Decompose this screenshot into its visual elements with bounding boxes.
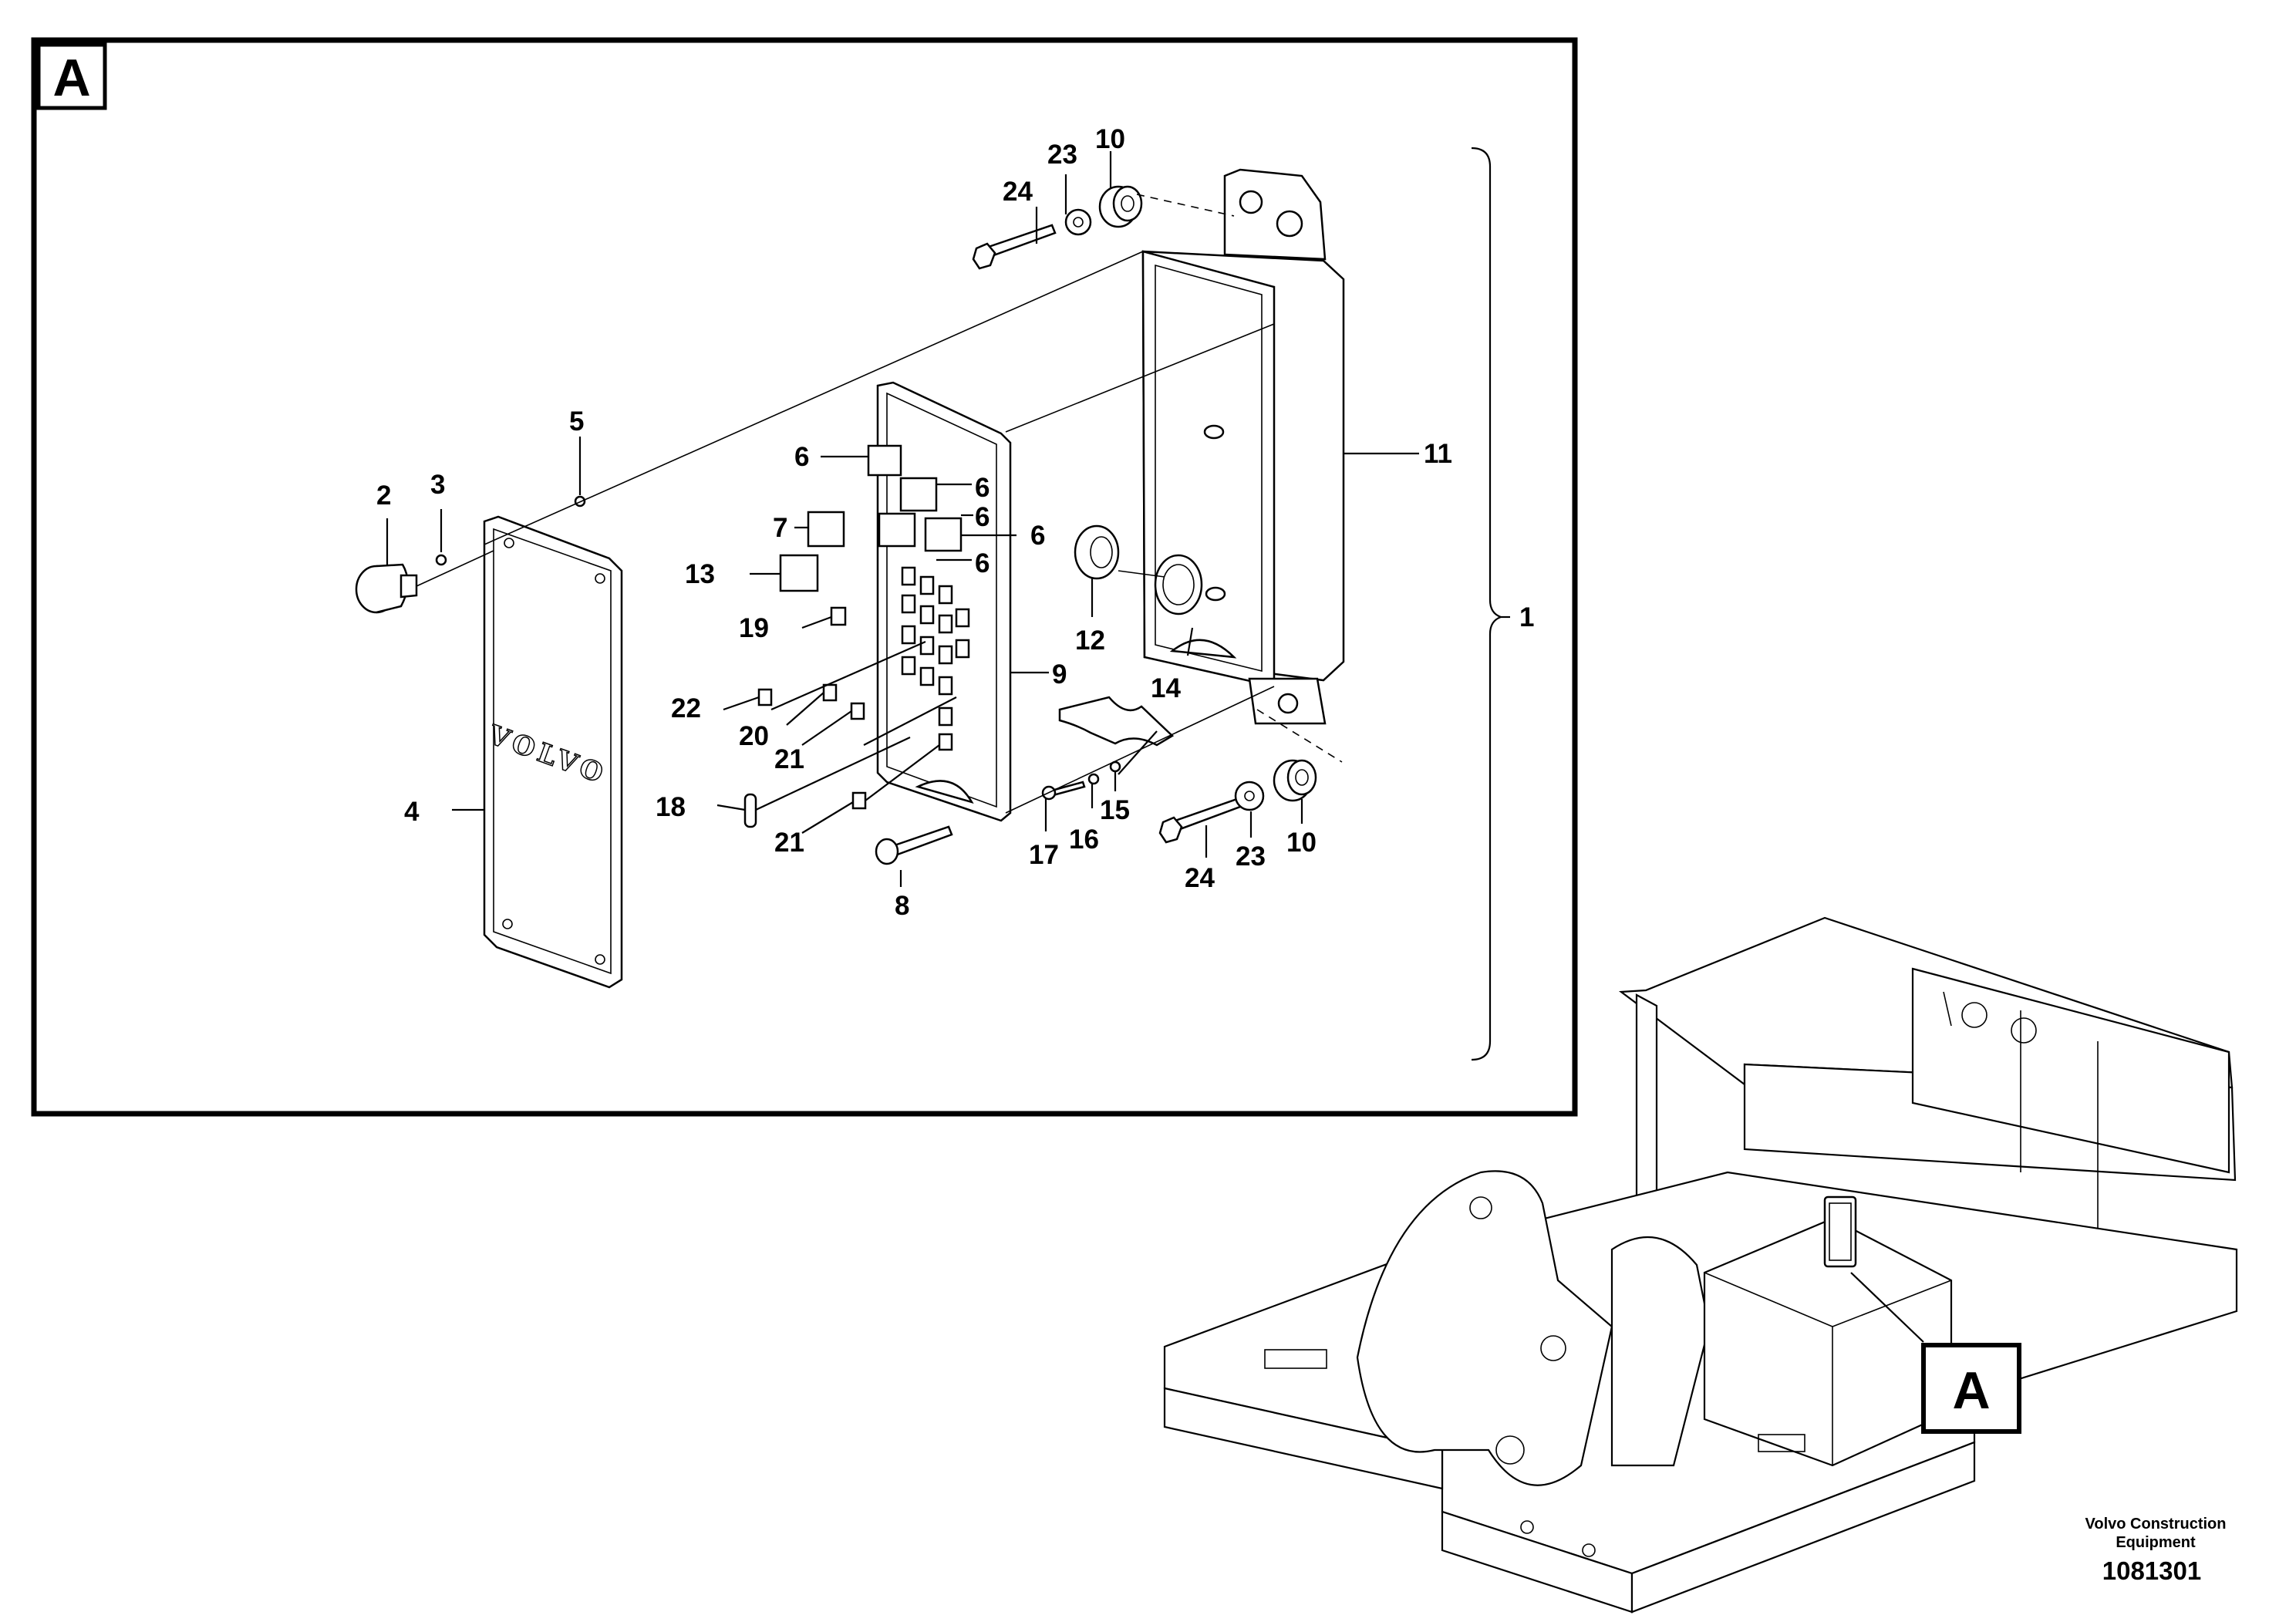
- callout-10b: 10: [1286, 828, 1317, 858]
- callout-15: 15: [1100, 795, 1130, 825]
- callout-23b: 23: [1236, 841, 1266, 872]
- callout-1: 1: [1519, 602, 1534, 632]
- callout-12: 12: [1075, 626, 1105, 656]
- callout-14: 14: [1151, 673, 1181, 703]
- callout-2: 2: [376, 481, 391, 511]
- top-mount-hardware: [972, 185, 1143, 270]
- detail-frame-a: A: [31, 37, 1578, 1117]
- callout-24b: 24: [1185, 863, 1215, 893]
- callout-6c: 6: [975, 502, 990, 532]
- callout-20: 20: [739, 721, 769, 751]
- callout-13: 13: [685, 559, 715, 589]
- brand-line-2: Equipment: [2116, 1534, 2196, 1551]
- callout-6a: 6: [794, 442, 809, 472]
- bracket-fasteners: [1041, 760, 1121, 801]
- callout-19: 19: [739, 613, 769, 643]
- leader-lines: [386, 151, 1419, 887]
- callout-6d: 6: [1030, 521, 1045, 551]
- callout-6b: 6: [975, 473, 990, 503]
- callout-5: 5: [569, 406, 584, 437]
- brand-line-1: Volvo Construction: [2085, 1516, 2227, 1533]
- machine-frame-overview: [1163, 916, 2238, 1614]
- callout-21b: 21: [774, 828, 804, 858]
- callout-9: 9: [1052, 659, 1067, 690]
- brand-footer: Volvo Construction Equipment 1081301: [2085, 1516, 2227, 1585]
- callout-23a: 23: [1047, 140, 1077, 170]
- knob: [355, 563, 418, 614]
- location-tag-a-letter: A: [1952, 1361, 1990, 1420]
- bottom-mount-hardware: [1158, 759, 1317, 844]
- cable-bracket: [1058, 696, 1175, 747]
- cover-plate: VOLVO: [483, 515, 623, 989]
- callout-3: 3: [430, 470, 445, 500]
- callout-6e: 6: [975, 548, 990, 578]
- callout-17: 17: [1029, 840, 1059, 870]
- callout-22: 22: [671, 693, 701, 723]
- panel-components: [743, 444, 970, 828]
- callout-18: 18: [656, 792, 686, 822]
- grommet: [1074, 524, 1120, 580]
- callout-24a: 24: [1003, 177, 1033, 207]
- callout-21a: 21: [774, 744, 804, 774]
- callout-7: 7: [773, 513, 787, 543]
- drawing-number: 1081301: [2102, 1556, 2201, 1585]
- callout-16: 16: [1069, 824, 1099, 855]
- assembly-bracket: [1471, 147, 1510, 1061]
- panel-screw: [875, 825, 953, 865]
- view-tag-a: A: [52, 49, 90, 107]
- callout-numbers: 1 2 3 4 5 6 6 6 6 6 7 8 9 10 10 11 12 13…: [376, 124, 1534, 921]
- housing-box: [1141, 168, 1345, 725]
- callout-4: 4: [404, 797, 420, 827]
- callout-11: 11: [1424, 439, 1452, 469]
- callout-10a: 10: [1095, 124, 1125, 154]
- retaining-clip: [435, 554, 447, 566]
- location-tag-a: A: [1921, 1343, 2021, 1434]
- callout-8: 8: [895, 891, 909, 921]
